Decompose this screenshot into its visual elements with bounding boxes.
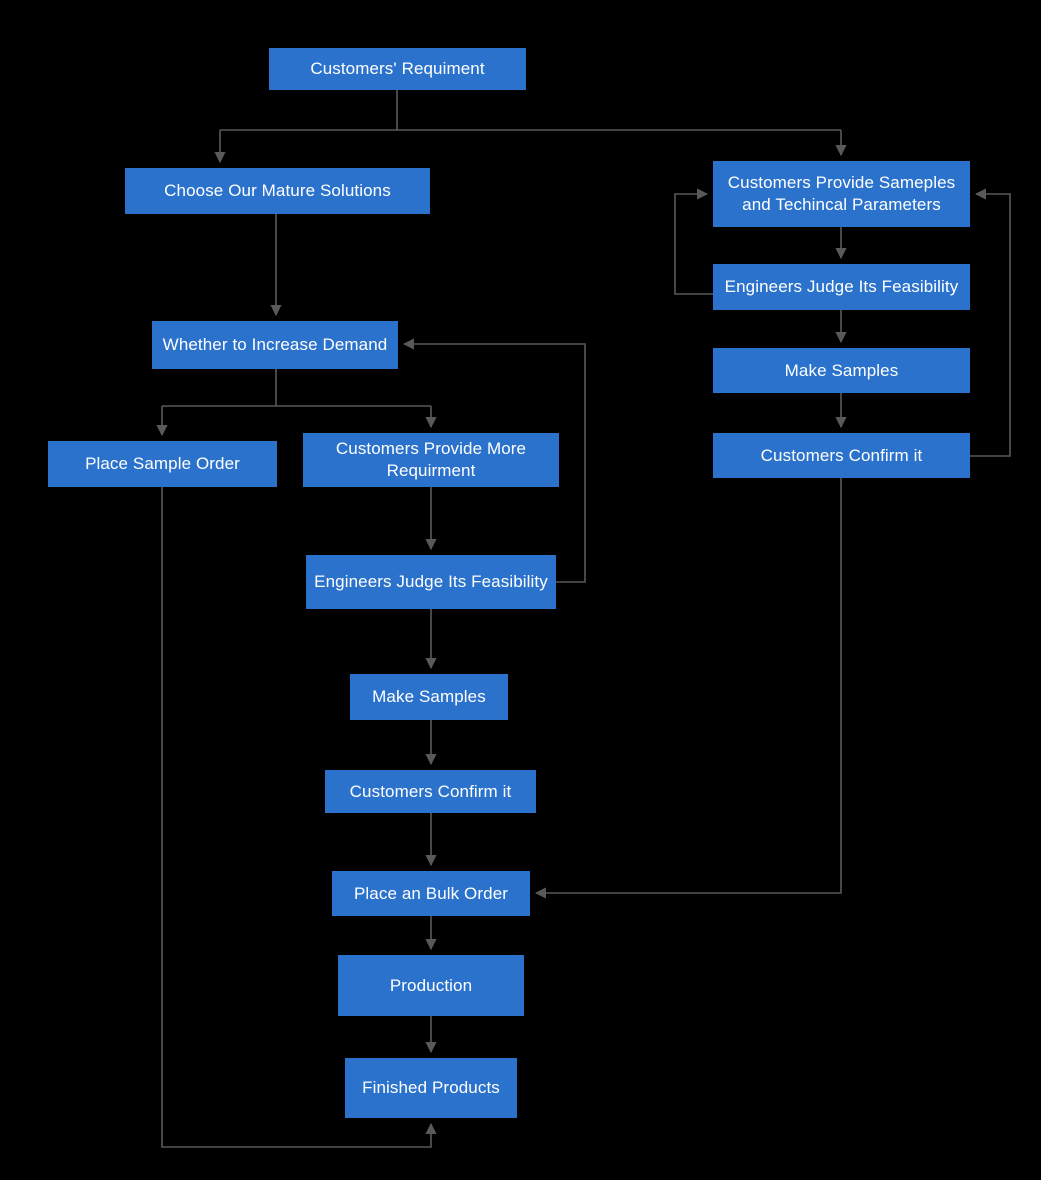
node-label: Place an Bulk Order [353,883,509,903]
node-label: Customers Confirm it [349,781,512,801]
node-engineers-judge-mid[interactable]: Engineers Judge Its Feasibility [306,555,556,609]
node-label: Make Samples [372,687,486,707]
node-label: Make Samples [784,360,899,380]
node-choose-mature-solutions[interactable]: Choose Our Mature Solutions [125,168,430,214]
edge-confirm-right-to-bulk [534,478,842,899]
node-make-samples-right[interactable]: Make Samples [713,348,970,393]
edge-requiment-split [220,90,841,131]
node-place-bulk-order[interactable]: Place an Bulk Order [332,871,530,916]
node-customers-provide-more[interactable]: Customers Provide More Requirment [303,433,559,487]
node-finished-products[interactable]: Finished Products [345,1058,517,1118]
node-customers-provide-samples[interactable]: Customers Provide Sameples and Techincal… [713,161,970,227]
node-whether-increase-demand[interactable]: Whether to Increase Demand [152,321,398,369]
node-label: Customers Provide Sameples and Techincal… [727,173,956,214]
node-label: Place Sample Order [85,454,240,474]
node-customers-confirm-mid[interactable]: Customers Confirm it [325,770,536,813]
node-label: Choose Our Mature Solutions [164,181,391,201]
edge-confirm-right-loop [970,188,1011,457]
node-label: Whether to Increase Demand [162,335,388,355]
node-place-sample-order[interactable]: Place Sample Order [48,441,277,487]
node-label: Customers' Requiment [310,59,485,79]
node-label: Production [389,975,473,995]
node-label: Customers Confirm it [760,445,923,465]
node-production[interactable]: Production [338,955,524,1016]
node-label: Customers Provide More Requirment [335,439,527,480]
node-customers-confirm-right[interactable]: Customers Confirm it [713,433,970,478]
node-label: Engineers Judge Its Feasibility [724,277,959,297]
node-make-samples-mid[interactable]: Make Samples [350,674,508,720]
node-customers-requiment[interactable]: Customers' Requiment [269,48,526,90]
node-label: Finished Products [362,1078,500,1098]
edge-engineers-right-loop [674,188,713,295]
node-engineers-judge-right[interactable]: Engineers Judge Its Feasibility [713,264,970,310]
edge-whether-split [162,369,431,407]
node-label: Engineers Judge Its Feasibility [314,572,548,592]
